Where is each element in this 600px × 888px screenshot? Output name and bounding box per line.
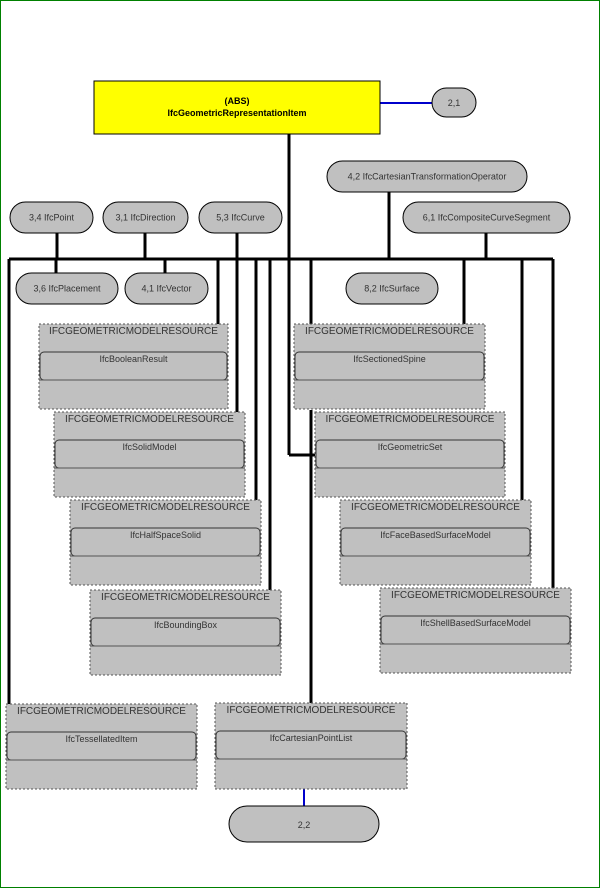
- ifc-boolean-result-schema-label: IFCGEOMETRICMODELRESOURCE: [49, 326, 218, 337]
- ifc-shell-based-surface-model-name: IfcShellBasedSurfaceModel: [420, 618, 531, 628]
- ref-ifc-placement-pill[interactable]: 3,6 IfcPlacement: [15, 272, 119, 305]
- ifc-boolean-result-entity[interactable]: IFCGEOMETRICMODELRESOURCE IfcBooleanResul…: [38, 323, 229, 410]
- ifc-tessellated-item-entity[interactable]: IFCGEOMETRICMODELRESOURCE IfcTessellatedI…: [5, 703, 198, 790]
- ifc-tessellated-item-schema-label: IFCGEOMETRICMODELRESOURCE: [17, 706, 186, 717]
- ref-ifc-composite-curve-segment-pill[interactable]: 6,1 IfcCompositeCurveSegment: [402, 201, 571, 234]
- ref-ifc-cartesian-transformation-operator-pill[interactable]: 4,2 IfcCartesianTransformationOperator: [326, 160, 528, 193]
- ifc-face-based-surface-model-name: IfcFaceBasedSurfaceModel: [380, 530, 491, 540]
- ifc-shell-based-surface-model-schema-label: IFCGEOMETRICMODELRESOURCE: [391, 590, 560, 601]
- ifc-bounding-box-entity[interactable]: IFCGEOMETRICMODELRESOURCE IfcBoundingBox: [89, 589, 282, 676]
- ifc-sectioned-spine-name: IfcSectionedSpine: [353, 354, 426, 364]
- page-ref-bottom-label: 2,2: [298, 820, 311, 830]
- ref-ifc-point-label: 3,4 IfcPoint: [29, 213, 75, 223]
- ifc-cartesian-point-list-entity[interactable]: IFCGEOMETRICMODELRESOURCE IfcCartesianPoi…: [214, 702, 408, 790]
- ref-ifc-surface-label: 8,2 IfcSurface: [364, 284, 420, 294]
- ifc-sectioned-spine-entity[interactable]: IFCGEOMETRICMODELRESOURCE IfcSectionedSpi…: [293, 323, 486, 410]
- ref-ifc-direction-label: 3,1 IfcDirection: [115, 213, 175, 223]
- ref-ifc-cartesian-transformation-operator-label: 4,2 IfcCartesianTransformationOperator: [348, 172, 507, 182]
- page-ref-top[interactable]: 2,1: [431, 87, 477, 118]
- ifc-tessellated-item-name: IfcTessellatedItem: [65, 734, 137, 744]
- ifc-solid-model-entity[interactable]: IFCGEOMETRICMODELRESOURCE IfcSolidModel: [53, 411, 246, 498]
- ifc-solid-model-name: IfcSolidModel: [122, 442, 176, 452]
- ref-ifc-composite-curve-segment-label: 6,1 IfcCompositeCurveSegment: [423, 213, 551, 223]
- ifc-face-based-surface-model-entity[interactable]: IFCGEOMETRICMODELRESOURCE IfcFaceBasedSur…: [339, 499, 532, 586]
- ref-ifc-placement-label: 3,6 IfcPlacement: [33, 284, 101, 294]
- ifc-solid-model-schema-label: IFCGEOMETRICMODELRESOURCE: [65, 414, 234, 425]
- page-ref-top-label: 2,1: [448, 98, 461, 108]
- root-entity[interactable]: (ABS) IfcGeometricRepresentationItem: [93, 80, 381, 135]
- ifc-bounding-box-schema-label: IFCGEOMETRICMODELRESOURCE: [101, 592, 270, 603]
- ifc-geometric-set-name: IfcGeometricSet: [378, 442, 443, 452]
- ifc-cartesian-point-list-name: IfcCartesianPointList: [270, 733, 353, 743]
- ref-ifc-curve-label: 5,3 IfcCurve: [216, 213, 265, 223]
- root-abs-label: (ABS): [225, 96, 250, 106]
- ifc-boolean-result-name: IfcBooleanResult: [99, 354, 168, 364]
- ref-ifc-direction-pill[interactable]: 3,1 IfcDirection: [102, 201, 189, 234]
- ifc-shell-based-surface-model-entity[interactable]: IFCGEOMETRICMODELRESOURCE IfcShellBasedSu…: [379, 587, 572, 674]
- connectors: [7, 134, 555, 704]
- ref-ifc-vector-pill[interactable]: 4,1 IfcVector: [124, 272, 209, 305]
- reference-pills: 3,4 IfcPoint 3,1 IfcDirection 5,3 IfcCurve…: [9, 160, 571, 305]
- ifc-bounding-box-name: IfcBoundingBox: [154, 620, 218, 630]
- ifc-half-space-solid-entity[interactable]: IFCGEOMETRICMODELRESOURCE IfcHalfSpaceSol…: [69, 499, 262, 586]
- ifc-sectioned-spine-schema-label: IFCGEOMETRICMODELRESOURCE: [305, 326, 474, 337]
- ifc-half-space-solid-name: IfcHalfSpaceSolid: [130, 530, 201, 540]
- ifc-geometric-set-schema-label: IFCGEOMETRICMODELRESOURCE: [326, 414, 495, 425]
- ifc-half-space-solid-schema-label: IFCGEOMETRICMODELRESOURCE: [81, 502, 250, 513]
- page-ref-bottom[interactable]: 2,2: [228, 805, 380, 843]
- entity-boxes: IFCGEOMETRICMODELRESOURCE IfcBooleanResul…: [5, 323, 572, 790]
- ref-ifc-vector-label: 4,1 IfcVector: [141, 284, 191, 294]
- ref-ifc-point-pill[interactable]: 3,4 IfcPoint: [9, 201, 94, 234]
- ifc-cartesian-point-list-schema-label: IFCGEOMETRICMODELRESOURCE: [227, 705, 396, 716]
- ref-ifc-curve-pill[interactable]: 5,3 IfcCurve: [198, 201, 283, 234]
- root-entity-name: IfcGeometricRepresentationItem: [167, 108, 306, 118]
- ref-ifc-surface-pill[interactable]: 8,2 IfcSurface: [345, 272, 439, 305]
- ifc-geometric-set-entity[interactable]: IFCGEOMETRICMODELRESOURCE IfcGeometricSet: [314, 411, 506, 498]
- ifc-face-based-surface-model-schema-label: IFCGEOMETRICMODELRESOURCE: [351, 502, 520, 513]
